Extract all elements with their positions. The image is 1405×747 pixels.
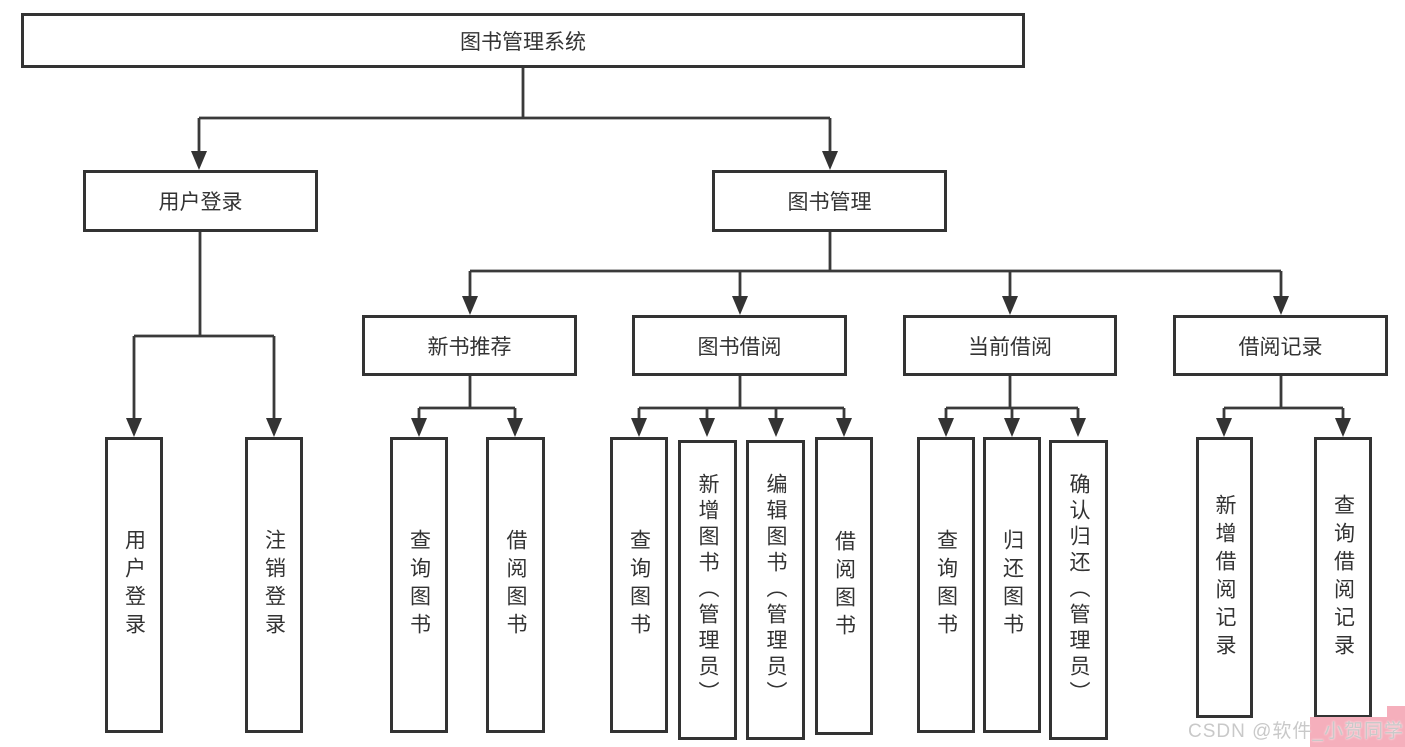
leaf-confirm-return-admin-label: 确认归还（管理员）: [1067, 473, 1090, 707]
node-book-borrow: 图书借阅: [632, 315, 847, 376]
leaf-query-book-borrow: 查询图书: [610, 437, 668, 733]
leaf-logout: 注销登录: [245, 437, 303, 733]
node-root: 图书管理系统: [21, 13, 1025, 68]
leaf-add-borrow-record-label: 新增借阅记录: [1213, 493, 1236, 662]
node-borrow-records-label: 借阅记录: [1238, 335, 1323, 359]
node-current-borrow-label: 当前借阅: [968, 335, 1052, 359]
leaf-query-book-current: 查询图书: [917, 437, 975, 733]
leaf-query-borrow-record: 查询借阅记录: [1314, 437, 1372, 718]
leaf-return-book: 归还图书: [983, 437, 1041, 733]
leaf-borrow-book-label: 借阅图书: [832, 530, 856, 642]
leaf-query-borrow-record-label: 查询借阅记录: [1331, 493, 1355, 662]
leaf-logout-label: 注销登录: [262, 529, 286, 641]
leaf-user-login: 用户登录: [105, 437, 163, 733]
leaf-borrow-book-recommend: 借阅图书: [486, 437, 545, 733]
leaf-add-book-admin: 新增图书（管理员）: [678, 440, 737, 740]
leaf-return-book-label: 归还图书: [1000, 529, 1024, 641]
leaf-query-book-borrow-label: 查询图书: [627, 529, 651, 641]
leaf-query-book-recommend-label: 查询图书: [407, 529, 431, 641]
leaf-add-book-admin-label: 新增图书（管理员）: [696, 473, 719, 707]
csdn-watermark: CSDN @软件_小贺同学: [1188, 721, 1404, 742]
node-current-borrow: 当前借阅: [903, 315, 1117, 376]
node-new-book-recommend: 新书推荐: [362, 315, 577, 376]
leaf-edit-book-admin: 编辑图书（管理员）: [746, 440, 805, 740]
leaf-confirm-return-admin: 确认归还（管理员）: [1049, 440, 1108, 740]
node-user-login: 用户登录: [83, 170, 318, 232]
leaf-borrow-book: 借阅图书: [815, 437, 873, 735]
watermark-pink-strip: [1310, 717, 1405, 747]
leaf-borrow-book-recommend-label: 借阅图书: [504, 529, 527, 641]
leaf-query-book-current-label: 查询图书: [934, 529, 958, 641]
node-borrow-records: 借阅记录: [1173, 315, 1388, 376]
arrowheads: [126, 151, 1351, 437]
node-book-management: 图书管理: [712, 170, 947, 232]
node-new-book-recommend-label: 新书推荐: [427, 335, 512, 359]
node-user-login-label: 用户登录: [158, 191, 243, 214]
leaf-edit-book-admin-label: 编辑图书（管理员）: [764, 473, 787, 707]
leaf-add-borrow-record: 新增借阅记录: [1196, 437, 1253, 718]
leaf-user-login-label: 用户登录: [122, 529, 146, 641]
leaf-query-book-recommend: 查询图书: [390, 437, 448, 733]
node-book-management-label: 图书管理: [787, 191, 872, 214]
node-root-label: 图书管理系统: [460, 30, 586, 54]
node-book-borrow-label: 图书借阅: [697, 335, 782, 359]
